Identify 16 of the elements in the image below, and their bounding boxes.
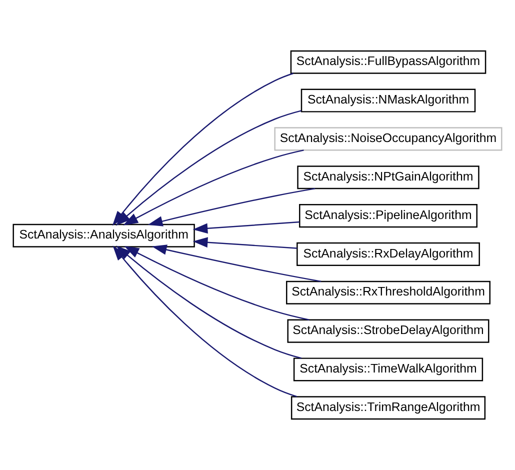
arrow xyxy=(148,188,316,226)
node-box: SctAnalysis::NMaskAlgorithm xyxy=(300,88,476,112)
node-box: SctAnalysis::TrimRangeAlgorithm xyxy=(290,396,486,420)
node-box: SctAnalysis::PipelineAlgorithm xyxy=(299,204,478,228)
arrow xyxy=(123,150,304,226)
node-box: SctAnalysis::RxDelayAlgorithm xyxy=(296,242,480,266)
node-box: SctAnalysis::StrobeDelayAlgorithm xyxy=(287,319,490,343)
node-box: SctAnalysis::AnalysisAlgorithm xyxy=(12,224,195,248)
node-box: SctAnalysis::NoiseOccupancyAlgorithm xyxy=(274,127,502,151)
node-box: SctAnalysis::FullBypassAlgorithm xyxy=(290,50,486,74)
node-box: SctAnalysis::TimeWalkAlgorithm xyxy=(293,358,484,382)
arrow xyxy=(192,221,300,234)
node-box: SctAnalysis::NPtGainAlgorithm xyxy=(297,166,480,190)
node-box: SctAnalysis::RxThresholdAlgorithm xyxy=(286,280,490,304)
arrow xyxy=(192,237,298,249)
arrow xyxy=(116,110,302,226)
